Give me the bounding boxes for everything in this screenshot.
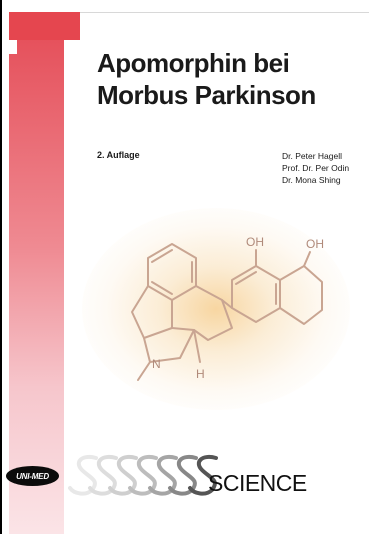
series-logo-swirls [68, 455, 218, 496]
title-line-1: Apomorphin bei [97, 48, 290, 78]
hydrogen-label: H [196, 367, 205, 381]
author-name: Prof. Dr. Per Odin [282, 163, 350, 173]
hydroxyl-label-right: OH [306, 237, 324, 251]
uni-med-logo: UNI-MED [6, 466, 59, 486]
background-glow [82, 208, 350, 410]
uni-med-logo-text: UNI-MED [16, 471, 49, 481]
hydroxyl-label-left: OH [246, 235, 264, 249]
title-line-2: Morbus Parkinson [97, 80, 316, 110]
author-list: Dr. Peter Hagell Prof. Dr. Per Odin Dr. … [282, 150, 349, 186]
author-name: Dr. Mona Shing [282, 175, 341, 185]
author-name: Dr. Peter Hagell [282, 151, 342, 161]
nitrogen-label: N [152, 357, 161, 371]
edition-label: 2. Auflage [97, 150, 140, 160]
book-title: Apomorphin bei Morbus Parkinson [97, 47, 362, 111]
top-border-line [9, 12, 369, 13]
apomorphine-structure-illustration: OH OH N H [131, 235, 324, 381]
red-band-notch [9, 40, 17, 54]
series-name: SCIENCE [208, 470, 307, 496]
red-top-tab [9, 12, 80, 40]
left-edge-line [0, 0, 2, 534]
red-side-band [9, 12, 64, 534]
